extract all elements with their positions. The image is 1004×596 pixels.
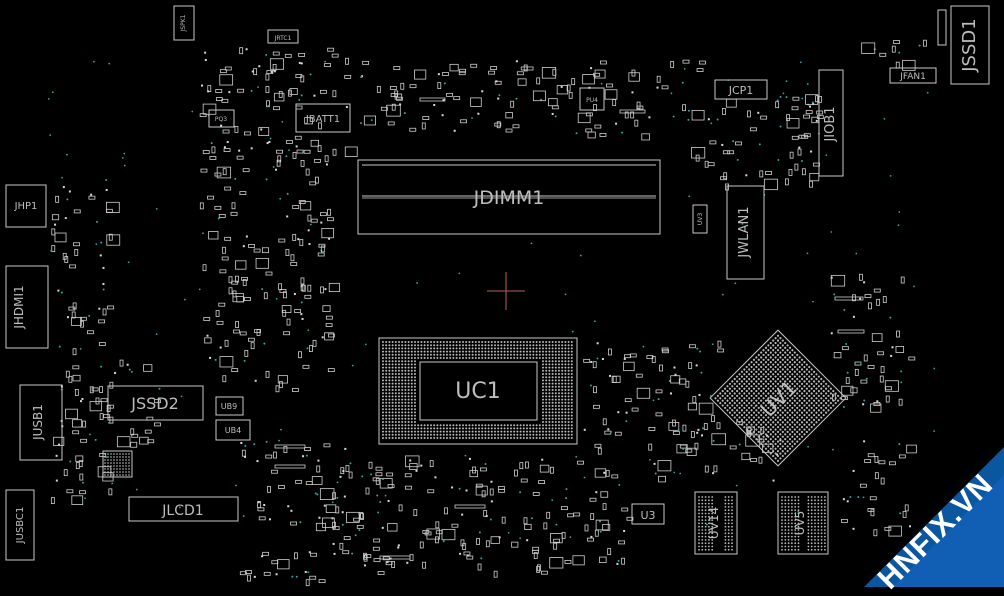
connector-jusb1[interactable]: JUSB1 [19,384,63,461]
connector-jrtc1[interactable]: JRTC1 [267,29,299,44]
connector-jusbc1-label: JUSBC1 [15,507,26,545]
connector-jlcd1[interactable]: JLCD1 [128,496,239,522]
connector-jrtc1-label: JRTC1 [274,35,292,42]
chip-u3[interactable]: U3 [631,503,665,525]
connector-jusbc1[interactable]: JUSBC1 [5,489,35,561]
connector-jfan1-label: JFAN1 [899,72,926,82]
chip-uc1[interactable]: UC1 [378,337,578,445]
watermark-band [864,447,1004,587]
connector-jhdmi1-label: JHDMI1 [12,285,26,329]
chip-u3-label: U3 [640,509,655,522]
connector-jbatt1-label: JBATT1 [305,114,340,125]
chip-ub9[interactable]: UB9 [215,396,244,416]
chip-uv5-label: UV5 [793,511,807,536]
small-bga-chip[interactable] [102,450,133,478]
connector-jssd2[interactable]: JSSD2 [107,385,204,421]
connector-jfan1[interactable]: JFAN1 [889,67,937,84]
chip-uv14-label: UV14 [707,507,721,539]
connector-jwlan1[interactable]: JWLAN1 [726,185,765,280]
connector-jbatt1[interactable]: JBATT1 [295,103,351,133]
chip-uv1[interactable]: UV1 [709,329,847,467]
connector-jspk1-label: JSPK1 [180,14,187,32]
connector-jdimm1-label: JDIMM1 [473,187,545,209]
chip-uc1-label: UC1 [455,379,500,404]
connector-jhp1-label: JHP1 [14,201,38,212]
chip-uc1-ball-grid [382,341,573,439]
chip-uv1-ball-grid [714,334,842,462]
connector-jiob1[interactable]: JIOB1 [818,69,844,177]
chip-uv14-ball-grid [698,496,733,551]
chip-ub9-label: UB9 [221,402,237,411]
connector-jssd1-label: JSSD1 [959,18,980,72]
chip-uv14[interactable]: UV14 [694,491,738,555]
connector-jcp1-label: JCP1 [728,84,754,97]
connector-jssd1[interactable]: JSSD1 [937,5,990,85]
chip-pq3-label: PQ3 [215,116,227,123]
chip-uv5[interactable]: UV5 [777,491,829,555]
chip-pq3[interactable]: PQ3 [208,109,235,128]
chip-uv3[interactable]: UV3 [692,204,708,234]
crosshair-cursor [487,272,525,310]
watermark-logo: HNFIX.VN [864,427,1004,596]
chip-pu4[interactable]: PU4 [579,87,605,111]
connector-jlcd1-label: JLCD1 [161,503,203,519]
connector-jspk1[interactable]: JSPK1 [173,5,195,41]
connector-jiob1-label: JIOB1 [823,106,838,142]
connector-jdimm1[interactable]: JDIMM1 [357,159,661,235]
connector-jusb1-label: JUSB1 [31,404,45,441]
chip-pu4-label: PU4 [586,97,598,104]
connector-jwlan1-label: JWLAN1 [737,206,752,258]
connector-jssd2-label: JSSD2 [130,394,179,413]
connector-jhdmi1[interactable]: JHDMI1 [5,265,49,349]
chip-ub4-label: UB4 [225,426,241,435]
chip-uv3-label: UV3 [697,213,704,225]
connector-jcp1[interactable]: JCP1 [714,79,768,100]
component-scatter [47,39,936,587]
chip-uv5-ball-grid [781,496,826,551]
chip-ub4[interactable]: UB4 [215,419,251,441]
connector-jhp1[interactable]: JHP1 [5,184,47,228]
